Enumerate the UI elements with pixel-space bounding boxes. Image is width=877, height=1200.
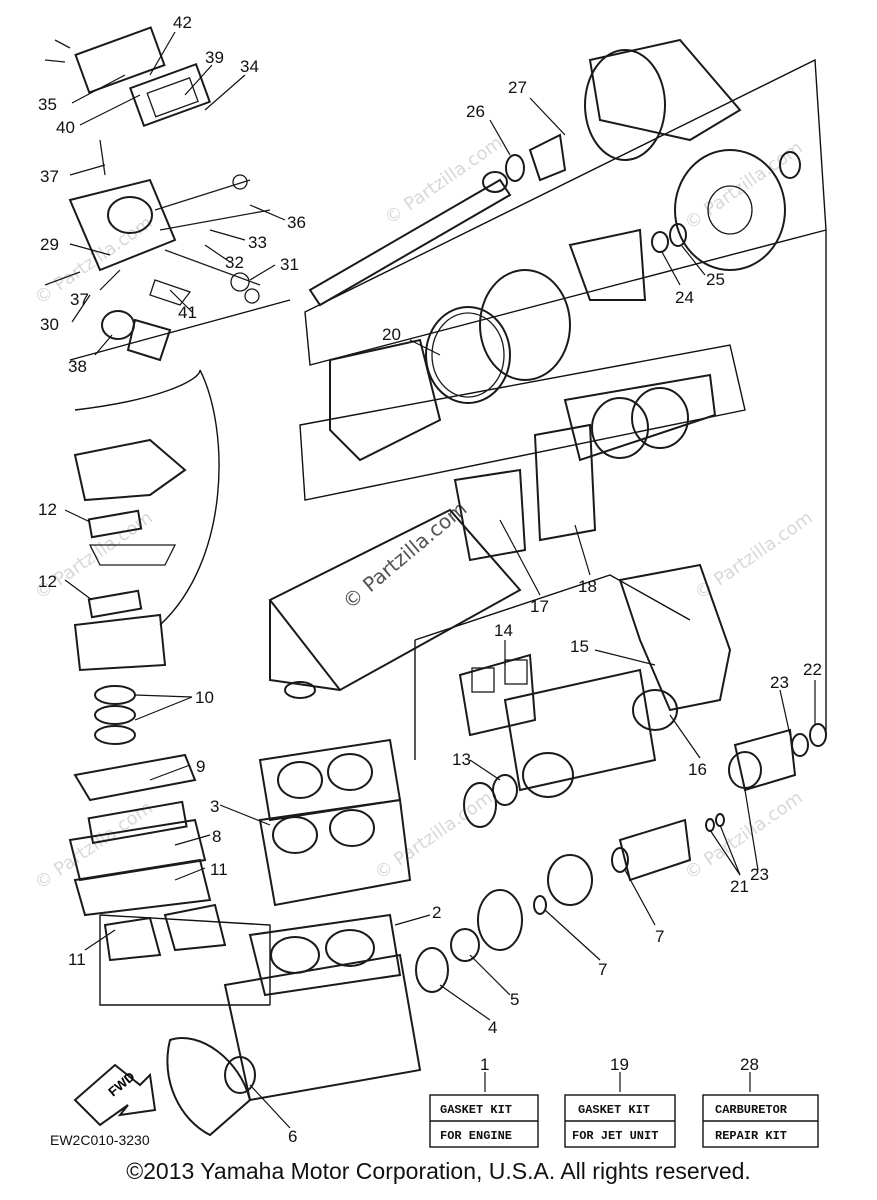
- callout-21: 21: [730, 877, 749, 896]
- callout-34: 34: [240, 57, 259, 76]
- reference-code: EW2C010-3230: [50, 1132, 150, 1148]
- callout-36: 36: [287, 213, 306, 232]
- callout-labels: 42 39 34 35 40 37 36 33 29 32 31 37 30 4…: [38, 13, 822, 1146]
- callout-6: 6: [288, 1127, 297, 1146]
- callout-4: 4: [488, 1018, 497, 1037]
- callout-12: 12: [38, 500, 57, 519]
- kit-line2: FOR ENGINE: [440, 1129, 512, 1143]
- callout-5: 5: [510, 990, 519, 1009]
- watermark: © Partzilla.com: [31, 212, 157, 309]
- callout-12: 12: [38, 572, 57, 591]
- callout-15: 15: [570, 637, 589, 656]
- callout-8: 8: [212, 827, 221, 846]
- callout-13: 13: [452, 750, 471, 769]
- callout-33: 33: [248, 233, 267, 252]
- callout-11: 11: [210, 860, 228, 879]
- callout-37: 37: [40, 167, 59, 186]
- engine-assembly: [68, 338, 827, 1137]
- callout-3: 3: [210, 797, 219, 816]
- callout-37: 37: [70, 290, 89, 309]
- callout-2: 2: [432, 903, 441, 922]
- kit-line2: FOR JET UNIT: [572, 1129, 658, 1143]
- callout-30: 30: [40, 315, 59, 334]
- kit-line1: GASKET KIT: [440, 1103, 512, 1117]
- callout-32: 32: [225, 253, 244, 272]
- callout-27: 27: [508, 78, 527, 97]
- watermark: © Partzilla.com: [381, 132, 507, 229]
- callout-11: 11: [68, 950, 86, 969]
- callout-41: 41: [178, 303, 197, 322]
- kit-line1: CARBURETOR: [715, 1103, 788, 1117]
- callout-22: 22: [803, 660, 822, 679]
- kit-line2: REPAIR KIT: [715, 1129, 787, 1143]
- callout-17: 17: [530, 597, 549, 616]
- assembly-frames: [69, 58, 827, 1006]
- callout-10: 10: [195, 688, 214, 707]
- callout-28: 28: [740, 1055, 759, 1074]
- carburetor-assembly: [44, 26, 271, 362]
- callout-24: 24: [675, 288, 694, 307]
- kit-line1: GASKET KIT: [578, 1103, 650, 1117]
- callout-39: 39: [205, 48, 224, 67]
- callout-42: 42: [173, 13, 192, 32]
- callout-23: 23: [770, 673, 789, 692]
- callout-7: 7: [655, 927, 664, 946]
- jet-pump-assembly: [308, 38, 801, 404]
- callout-7: 7: [598, 960, 607, 979]
- watermark: © Partzilla.com: [681, 787, 807, 884]
- callout-40: 40: [56, 118, 75, 137]
- leader-lines: [64, 31, 816, 1129]
- callout-1: 1: [480, 1055, 489, 1074]
- kit-box-carburetor: CARBURETOR REPAIR KIT: [702, 1094, 819, 1148]
- watermark-layer: © Partzilla.com © Partzilla.com © Partzi…: [31, 132, 817, 894]
- kit-box-gasket-jet-unit: GASKET KIT FOR JET UNIT: [564, 1094, 676, 1148]
- callout-29: 29: [40, 235, 59, 254]
- callout-14: 14: [494, 621, 513, 640]
- fwd-arrow: FWD: [73, 1063, 157, 1127]
- copyright-footer: ©2013 Yamaha Motor Corporation, U.S.A. A…: [126, 1158, 751, 1184]
- fwd-label: FWD: [105, 1069, 137, 1100]
- callout-35: 35: [38, 95, 57, 114]
- callout-20: 20: [382, 325, 401, 344]
- callout-31: 31: [280, 255, 299, 274]
- kit-boxes: GASKET KIT FOR ENGINE GASKET KIT FOR JET…: [429, 1094, 819, 1148]
- callout-19: 19: [610, 1055, 629, 1074]
- callout-26: 26: [466, 102, 485, 121]
- callout-38: 38: [68, 357, 87, 376]
- callout-9: 9: [196, 757, 205, 776]
- callout-16: 16: [688, 760, 707, 779]
- callout-18: 18: [578, 577, 597, 596]
- callout-25: 25: [706, 270, 725, 289]
- watermark: © Partzilla.com: [31, 797, 157, 894]
- kit-box-gasket-engine: GASKET KIT FOR ENGINE: [429, 1094, 539, 1148]
- callout-23: 23: [750, 865, 769, 884]
